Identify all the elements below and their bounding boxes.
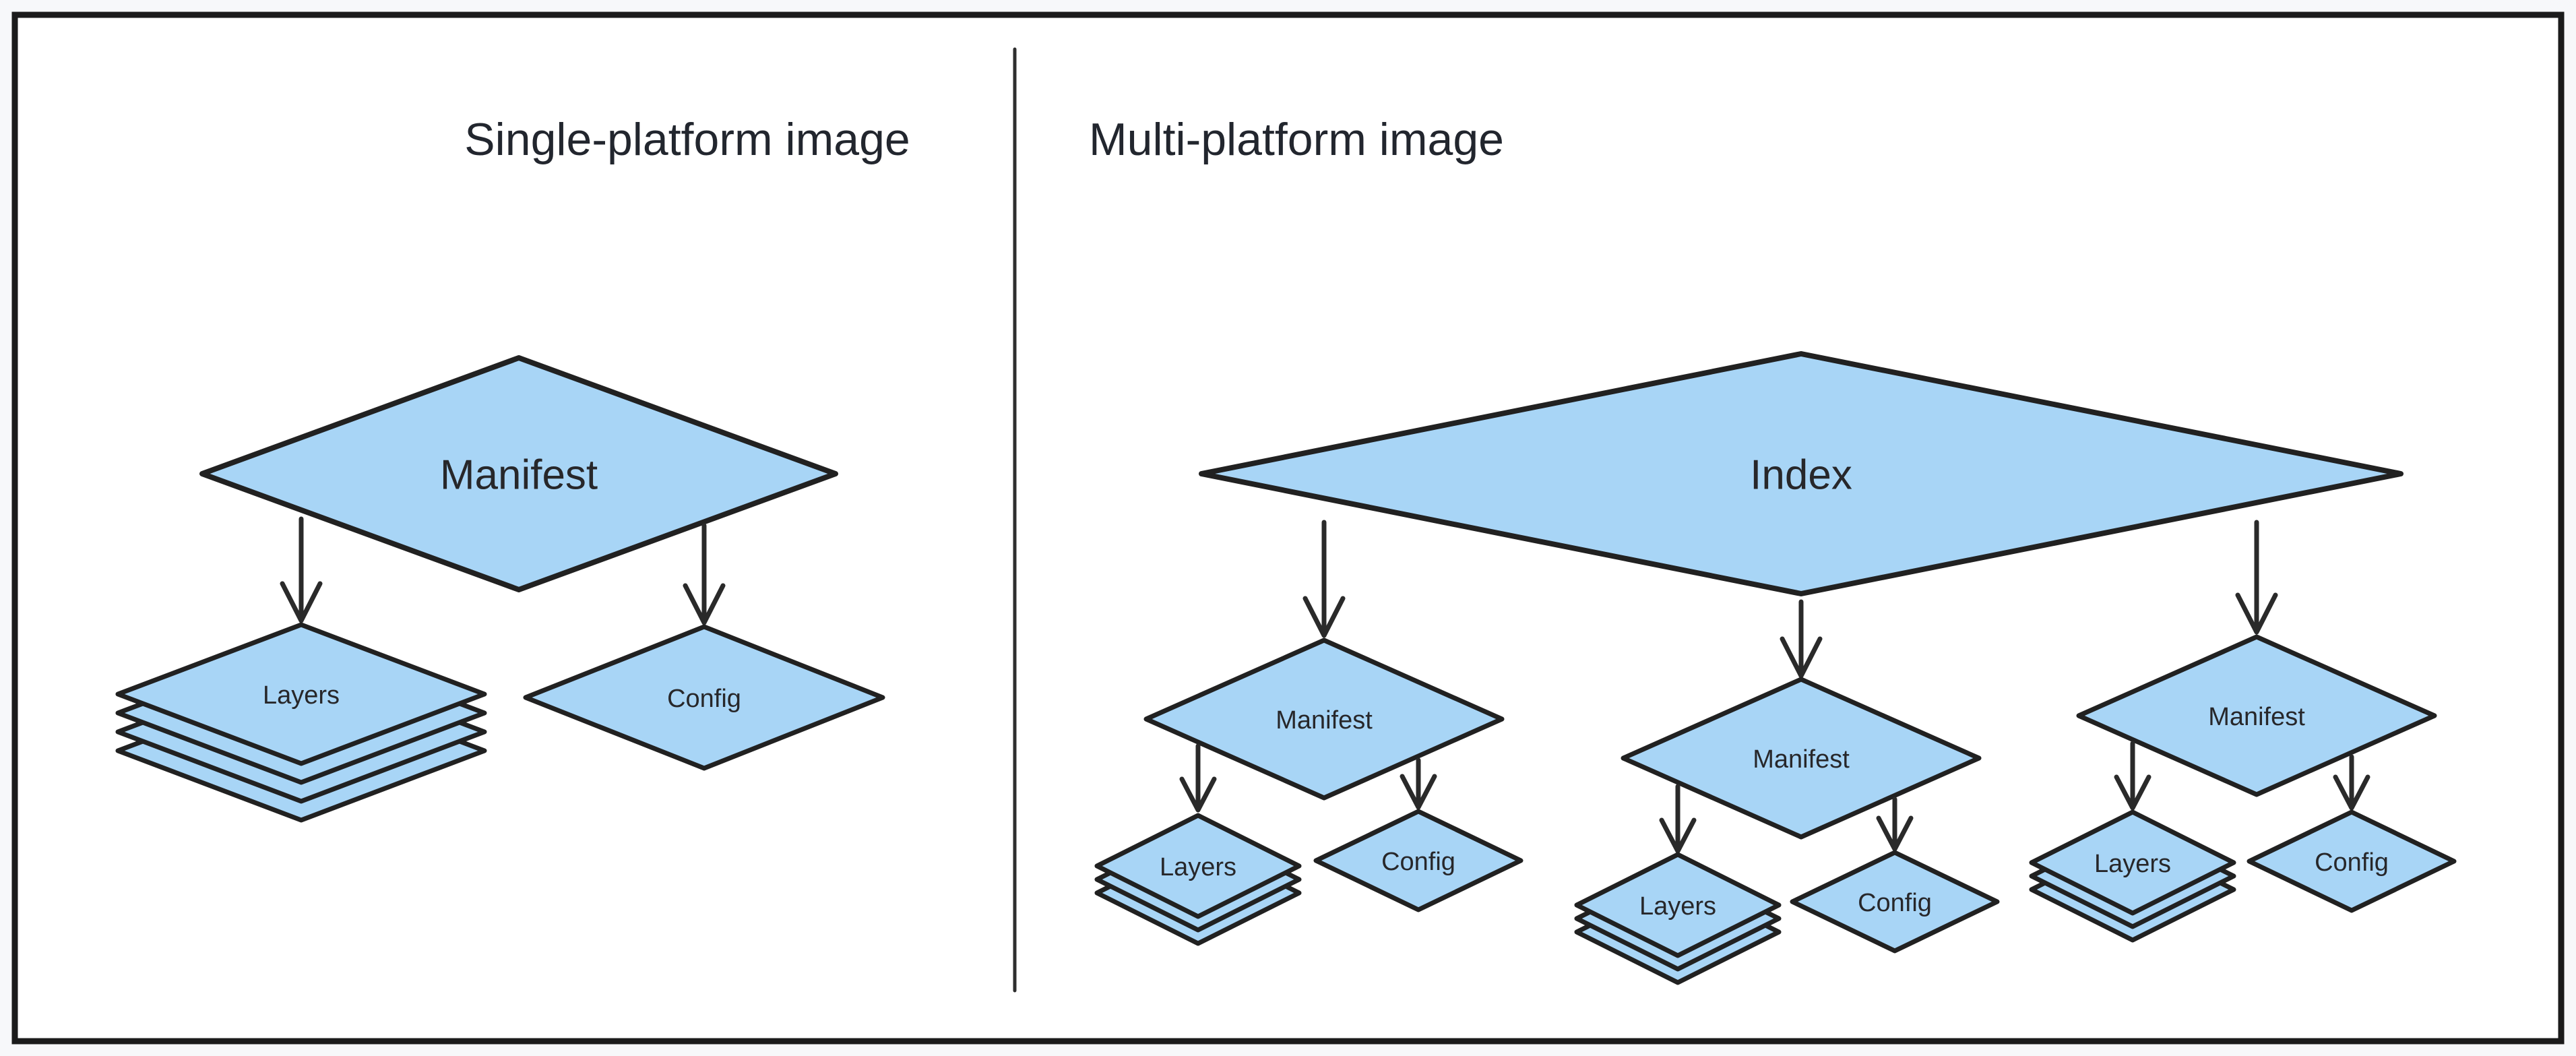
layer-sheet-diamond bbox=[1094, 813, 1302, 919]
layer-sheet-diamond bbox=[1574, 852, 1782, 958]
config-node: Config bbox=[1790, 850, 2000, 954]
manifest-label: Manifest bbox=[2208, 703, 2305, 731]
layers-label: Layers bbox=[2094, 850, 2171, 878]
arrow-head-icon bbox=[2235, 592, 2278, 635]
arrow-manifest-to-layers bbox=[1659, 784, 1697, 854]
arrow-index-to-manifest-2 bbox=[1780, 599, 1823, 679]
single-platform-panel: Single-platform image Manifest Layers Co… bbox=[115, 114, 910, 823]
config-label: Config bbox=[1858, 889, 1932, 917]
layers-label: Layers bbox=[1160, 853, 1236, 881]
manifest-diamond bbox=[2076, 634, 2437, 797]
manifest-diamond bbox=[1143, 638, 1505, 801]
arrow-manifest-to-layers bbox=[1179, 743, 1217, 813]
index-label: Index bbox=[1750, 452, 1852, 499]
config-diamond bbox=[1790, 850, 2000, 954]
arrow-head-icon bbox=[1780, 636, 1823, 679]
arrow-head-icon bbox=[1302, 596, 1346, 638]
config-diamond bbox=[1313, 809, 1523, 912]
arrow-head-icon bbox=[2114, 774, 2151, 811]
manifest-label: Manifest bbox=[1753, 745, 1850, 774]
config-label: Config bbox=[667, 685, 741, 713]
platform-group-2: Manifest Layers Config bbox=[1574, 677, 2000, 985]
arrow-head-icon bbox=[1400, 774, 1437, 810]
manifest-label: Manifest bbox=[440, 452, 598, 499]
arrow-manifest-to-config bbox=[683, 523, 726, 625]
layers-label: Layers bbox=[263, 681, 340, 710]
arrow-manifest-to-config bbox=[1400, 757, 1437, 810]
config-node: Config bbox=[2247, 809, 2457, 913]
layers-label: Layers bbox=[1639, 892, 1716, 921]
layers-stack: Layers bbox=[1574, 852, 1782, 985]
multi-platform-title: Multi-platform image bbox=[1089, 114, 1504, 165]
config-node: Config bbox=[1313, 809, 1523, 912]
layer-sheet-diamond bbox=[2029, 809, 2236, 916]
arrow-head-icon bbox=[683, 583, 726, 625]
layers-stack: Layers bbox=[1094, 813, 1302, 946]
config-diamond bbox=[523, 624, 885, 771]
arrow-head-icon bbox=[2333, 774, 2370, 811]
manifest-label: Manifest bbox=[1276, 706, 1373, 735]
layer-sheet-diamond bbox=[115, 622, 487, 766]
manifest-diamond bbox=[199, 355, 838, 592]
arrow-manifest-to-layers bbox=[2114, 741, 2151, 811]
arrow-index-to-manifest-1 bbox=[1302, 520, 1346, 638]
arrow-manifest-to-layers bbox=[280, 516, 323, 623]
arrow-head-icon bbox=[1179, 776, 1217, 813]
manifest-diamond bbox=[1621, 677, 1982, 840]
config-label: Config bbox=[1381, 848, 1455, 876]
arrow-head-icon bbox=[280, 581, 323, 623]
config-label: Config bbox=[2315, 848, 2389, 877]
platform-group-3: Manifest Layers Config bbox=[2029, 634, 2457, 943]
config-node: Config bbox=[523, 624, 885, 771]
arrow-head-icon bbox=[1659, 817, 1697, 854]
single-platform-title: Single-platform image bbox=[464, 114, 910, 165]
arrow-manifest-to-config bbox=[1876, 797, 1914, 852]
config-diamond bbox=[2247, 809, 2457, 913]
multi-platform-panel: Multi-platform image Index Manifest bbox=[1089, 114, 2457, 985]
arrow-index-to-manifest-3 bbox=[2235, 520, 2278, 635]
layers-stack: Layers bbox=[115, 622, 487, 823]
arrow-manifest-to-config bbox=[2333, 754, 2370, 811]
index-diamond bbox=[1199, 351, 2404, 596]
layers-stack: Layers bbox=[2029, 809, 2236, 943]
platform-group-1: Manifest Layers Config bbox=[1094, 638, 1523, 946]
arrow-head-icon bbox=[1876, 815, 1914, 852]
